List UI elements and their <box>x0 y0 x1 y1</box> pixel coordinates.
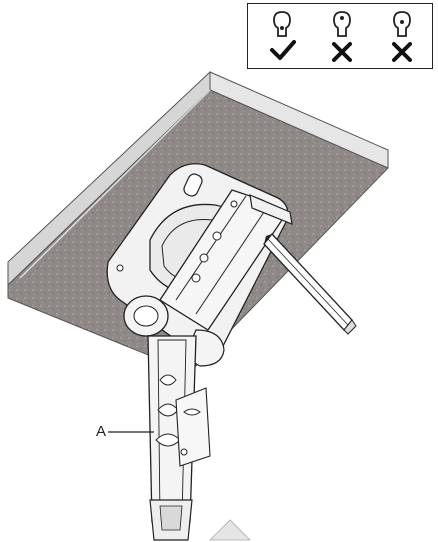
pencil-icon <box>263 233 357 335</box>
cross-icon <box>392 42 412 62</box>
swivel-bracket <box>123 189 293 367</box>
cross-icon <box>332 42 352 62</box>
check-icon <box>270 40 296 60</box>
extension-pole <box>147 335 251 541</box>
legend-item-correct <box>252 4 312 68</box>
keyhole-offset-icon <box>333 11 351 37</box>
keyhole-legend <box>247 3 433 69</box>
legend-item-incorrect-1 <box>312 4 372 68</box>
keyhole-centered-icon <box>273 11 291 37</box>
keyhole-offset-icon <box>393 11 411 37</box>
callout-label-a: A <box>96 423 107 440</box>
legend-item-incorrect-2 <box>372 4 432 68</box>
